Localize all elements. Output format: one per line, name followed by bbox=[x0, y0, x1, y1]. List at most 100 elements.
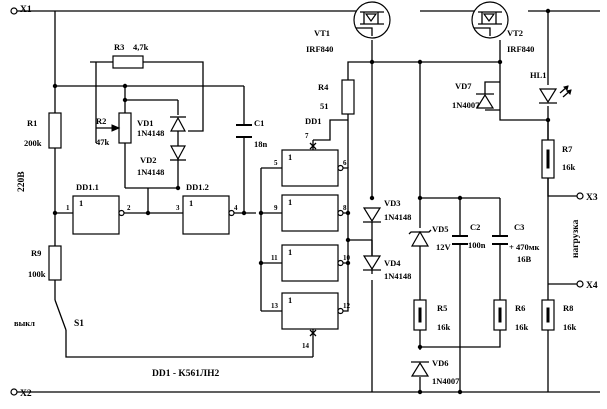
pin-7-cross bbox=[309, 142, 317, 150]
pin-3: 3 bbox=[176, 204, 180, 212]
capacitors: C1 18n C2 100n C3 + 470мк 16B bbox=[236, 118, 540, 264]
pin-7-to-vt1-wire bbox=[313, 119, 348, 141]
r1-value: 200k bbox=[24, 138, 42, 148]
gate-dd1-2-symbol: 1 bbox=[189, 198, 193, 208]
pin-6: 6 bbox=[343, 159, 347, 167]
junction-dot bbox=[369, 195, 375, 201]
junction-dot bbox=[497, 59, 503, 65]
pin-1: 1 bbox=[66, 204, 70, 212]
diode-vd4 bbox=[362, 255, 382, 271]
pin-7: 7 bbox=[305, 132, 309, 140]
pin-5: 5 bbox=[274, 159, 278, 167]
vd6-value: 1N4007 bbox=[432, 376, 460, 386]
vt1-body bbox=[356, 11, 384, 36]
junction-dot bbox=[175, 185, 181, 191]
c1-ref: C1 bbox=[254, 118, 264, 128]
chip-ref: DD1 bbox=[305, 116, 322, 126]
r7-value: 16k bbox=[562, 162, 576, 172]
resistor-r4 bbox=[341, 79, 355, 115]
vt1-ref: VT1 bbox=[314, 28, 330, 38]
vd5-value: 12V bbox=[436, 242, 452, 252]
pin-14: 14 bbox=[302, 342, 310, 350]
c2-ref: C2 bbox=[470, 222, 480, 232]
gate-inverter-a-bubble bbox=[337, 164, 344, 172]
r8-stripe bbox=[546, 307, 550, 323]
pin-4: 4 bbox=[234, 204, 238, 212]
gate-inverter-a-symbol: 1 bbox=[288, 152, 292, 162]
led-hl1 bbox=[538, 88, 558, 104]
c1-wire bbox=[231, 86, 256, 214]
resistor-r3 bbox=[112, 55, 144, 69]
r9-value: 100k bbox=[28, 269, 46, 279]
vd7-ref: VD7 bbox=[455, 81, 472, 91]
gate-inverter-d bbox=[281, 292, 339, 330]
diode-vd2 bbox=[169, 145, 187, 161]
vt2-diode bbox=[482, 13, 496, 23]
gate-dd1-2-inverter-bubble bbox=[228, 209, 235, 217]
switch-s1: выкл S1 bbox=[14, 299, 84, 331]
vd2-ref: VD2 bbox=[140, 155, 157, 165]
terminal-x3 bbox=[576, 192, 584, 200]
r5-stripe bbox=[418, 307, 422, 323]
junction-dot bbox=[122, 83, 128, 89]
diode-vd7 bbox=[475, 93, 495, 109]
gate-inverter-b bbox=[281, 194, 339, 232]
vt2-ref: VT2 bbox=[507, 28, 523, 38]
terminal-x2 bbox=[10, 388, 18, 396]
vd1-value: 1N4148 bbox=[137, 128, 164, 138]
gate-inverter-c-bubble bbox=[337, 259, 344, 267]
vd3-value: 1N4148 bbox=[384, 212, 411, 222]
r2-value: 47k bbox=[96, 137, 110, 147]
c2-c3-wire bbox=[420, 198, 501, 392]
gate-input-wire bbox=[55, 188, 183, 214]
terminal-x4 bbox=[576, 280, 584, 288]
diode-vd3 bbox=[362, 207, 382, 223]
terminal-x1 bbox=[10, 7, 18, 15]
junction-dot bbox=[345, 237, 351, 243]
junction-dot bbox=[417, 59, 423, 65]
r2-wiper-arrow bbox=[111, 124, 121, 132]
r8-value: 16k bbox=[563, 322, 577, 332]
junction-dot bbox=[241, 210, 247, 216]
junction-dot bbox=[345, 260, 351, 266]
diode-vd5 bbox=[410, 230, 430, 247]
vd5-ref: VD5 bbox=[432, 224, 449, 234]
gate-dd1-1-label: DD1.1 bbox=[76, 182, 99, 192]
left-supply-wire bbox=[54, 11, 244, 300]
r6-stripe bbox=[498, 307, 502, 323]
gate-inverter-b-bubble bbox=[337, 209, 344, 217]
vd7-value: 1N4007 bbox=[452, 100, 480, 110]
junction-dots bbox=[52, 8, 551, 395]
switch-wire bbox=[65, 330, 314, 358]
r6-ref: R6 bbox=[515, 303, 525, 313]
diode-vd6 bbox=[410, 361, 430, 377]
pin-8: 8 bbox=[343, 204, 347, 212]
junction-dot bbox=[417, 195, 423, 201]
capacitor-c3 bbox=[492, 235, 508, 245]
pin-9: 9 bbox=[274, 204, 278, 212]
terminal-x2-label: X2 bbox=[20, 389, 32, 399]
pin-11: 11 bbox=[271, 254, 278, 262]
pin-2: 2 bbox=[127, 204, 131, 212]
r9-ref: R9 bbox=[31, 248, 41, 258]
switch-s1-lever bbox=[54, 299, 67, 331]
terminal-x4-label: X4 bbox=[586, 281, 598, 291]
gate-inverter-c-symbol: 1 bbox=[288, 247, 292, 257]
junction-dot bbox=[145, 210, 151, 216]
gate-inverter-d-symbol: 1 bbox=[288, 295, 292, 305]
capacitor-c2 bbox=[452, 235, 468, 245]
vd4-value: 1N4148 bbox=[384, 271, 411, 281]
r5-ref: R5 bbox=[437, 303, 447, 313]
inverter-output-bus bbox=[340, 167, 373, 312]
resistor-r1 bbox=[48, 112, 62, 149]
vt1-gate-wire bbox=[347, 40, 373, 168]
c3-ref: C3 bbox=[514, 222, 524, 232]
junction-dot bbox=[457, 195, 463, 201]
resistor-r2 bbox=[118, 112, 132, 144]
junction-dot bbox=[417, 389, 423, 395]
r8-ref: R8 bbox=[563, 303, 573, 313]
switch-ref: S1 bbox=[74, 319, 84, 329]
junction-dot bbox=[52, 210, 58, 216]
diodes: VD1 1N4148 VD2 1N4148 VD3 1N4148 VD4 1N4… bbox=[137, 70, 572, 386]
